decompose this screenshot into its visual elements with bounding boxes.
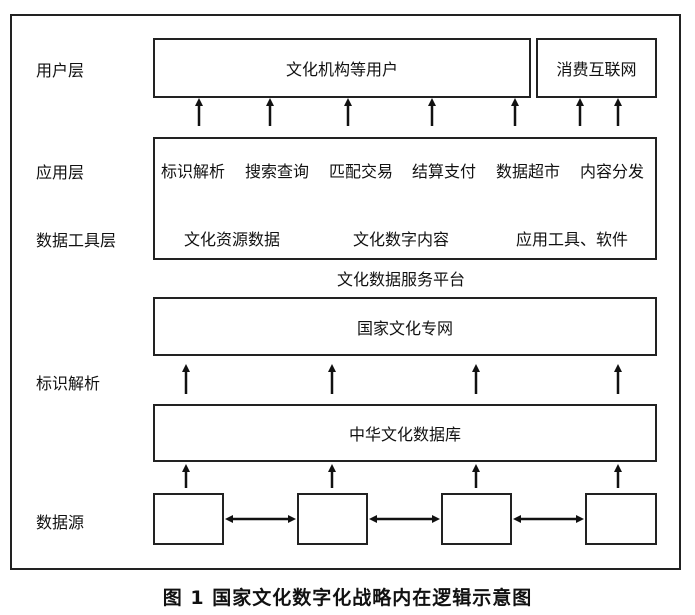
- platform-box: [153, 137, 657, 260]
- app-item: 结算支付: [412, 162, 477, 181]
- layer-label-tool: 数据工具层: [36, 231, 117, 250]
- institution-users-box: 文化机构等用户: [153, 38, 531, 98]
- consumer-internet-box: 消费互联网: [536, 38, 657, 98]
- app-item: 匹配交易: [329, 162, 394, 181]
- database-label: 中华文化数据库: [348, 425, 461, 444]
- platform-label: 文化数据服务平台: [337, 270, 466, 289]
- diagram-frame: [10, 14, 681, 570]
- tool-item: 应用工具、软件: [516, 230, 629, 249]
- data-source-box: [297, 493, 368, 545]
- app-item: 数据超市: [496, 162, 561, 181]
- data-source-box: [441, 493, 512, 545]
- tool-item: 文化资源数据: [184, 230, 281, 249]
- layer-label-ident: 标识解析: [36, 374, 101, 393]
- figure-caption: 图 1 国家文化数字化战略内在逻辑示意图: [162, 587, 533, 609]
- national-network-box: 国家文化专网: [153, 297, 657, 356]
- consumer-internet-label: 消费互联网: [556, 60, 637, 79]
- up-arrows-app-to-user: [195, 98, 622, 126]
- database-box: 中华文化数据库: [153, 404, 657, 462]
- layer-label-app: 应用层: [36, 163, 85, 182]
- app-item: 搜索查询: [245, 162, 310, 181]
- app-item: 标识解析: [161, 162, 226, 181]
- data-source-box: [585, 493, 657, 545]
- app-item: 内容分发: [580, 162, 645, 181]
- up-arrows-db-to-network: [182, 364, 622, 394]
- layer-label-user: 用户层: [36, 61, 85, 80]
- data-source-box: [153, 493, 224, 545]
- institution-users-label: 文化机构等用户: [285, 60, 398, 79]
- up-arrows-source-to-db: [182, 464, 622, 488]
- national-network-label: 国家文化专网: [356, 318, 453, 338]
- tool-item: 文化数字内容: [353, 230, 450, 249]
- layer-label-source: 数据源: [36, 513, 85, 532]
